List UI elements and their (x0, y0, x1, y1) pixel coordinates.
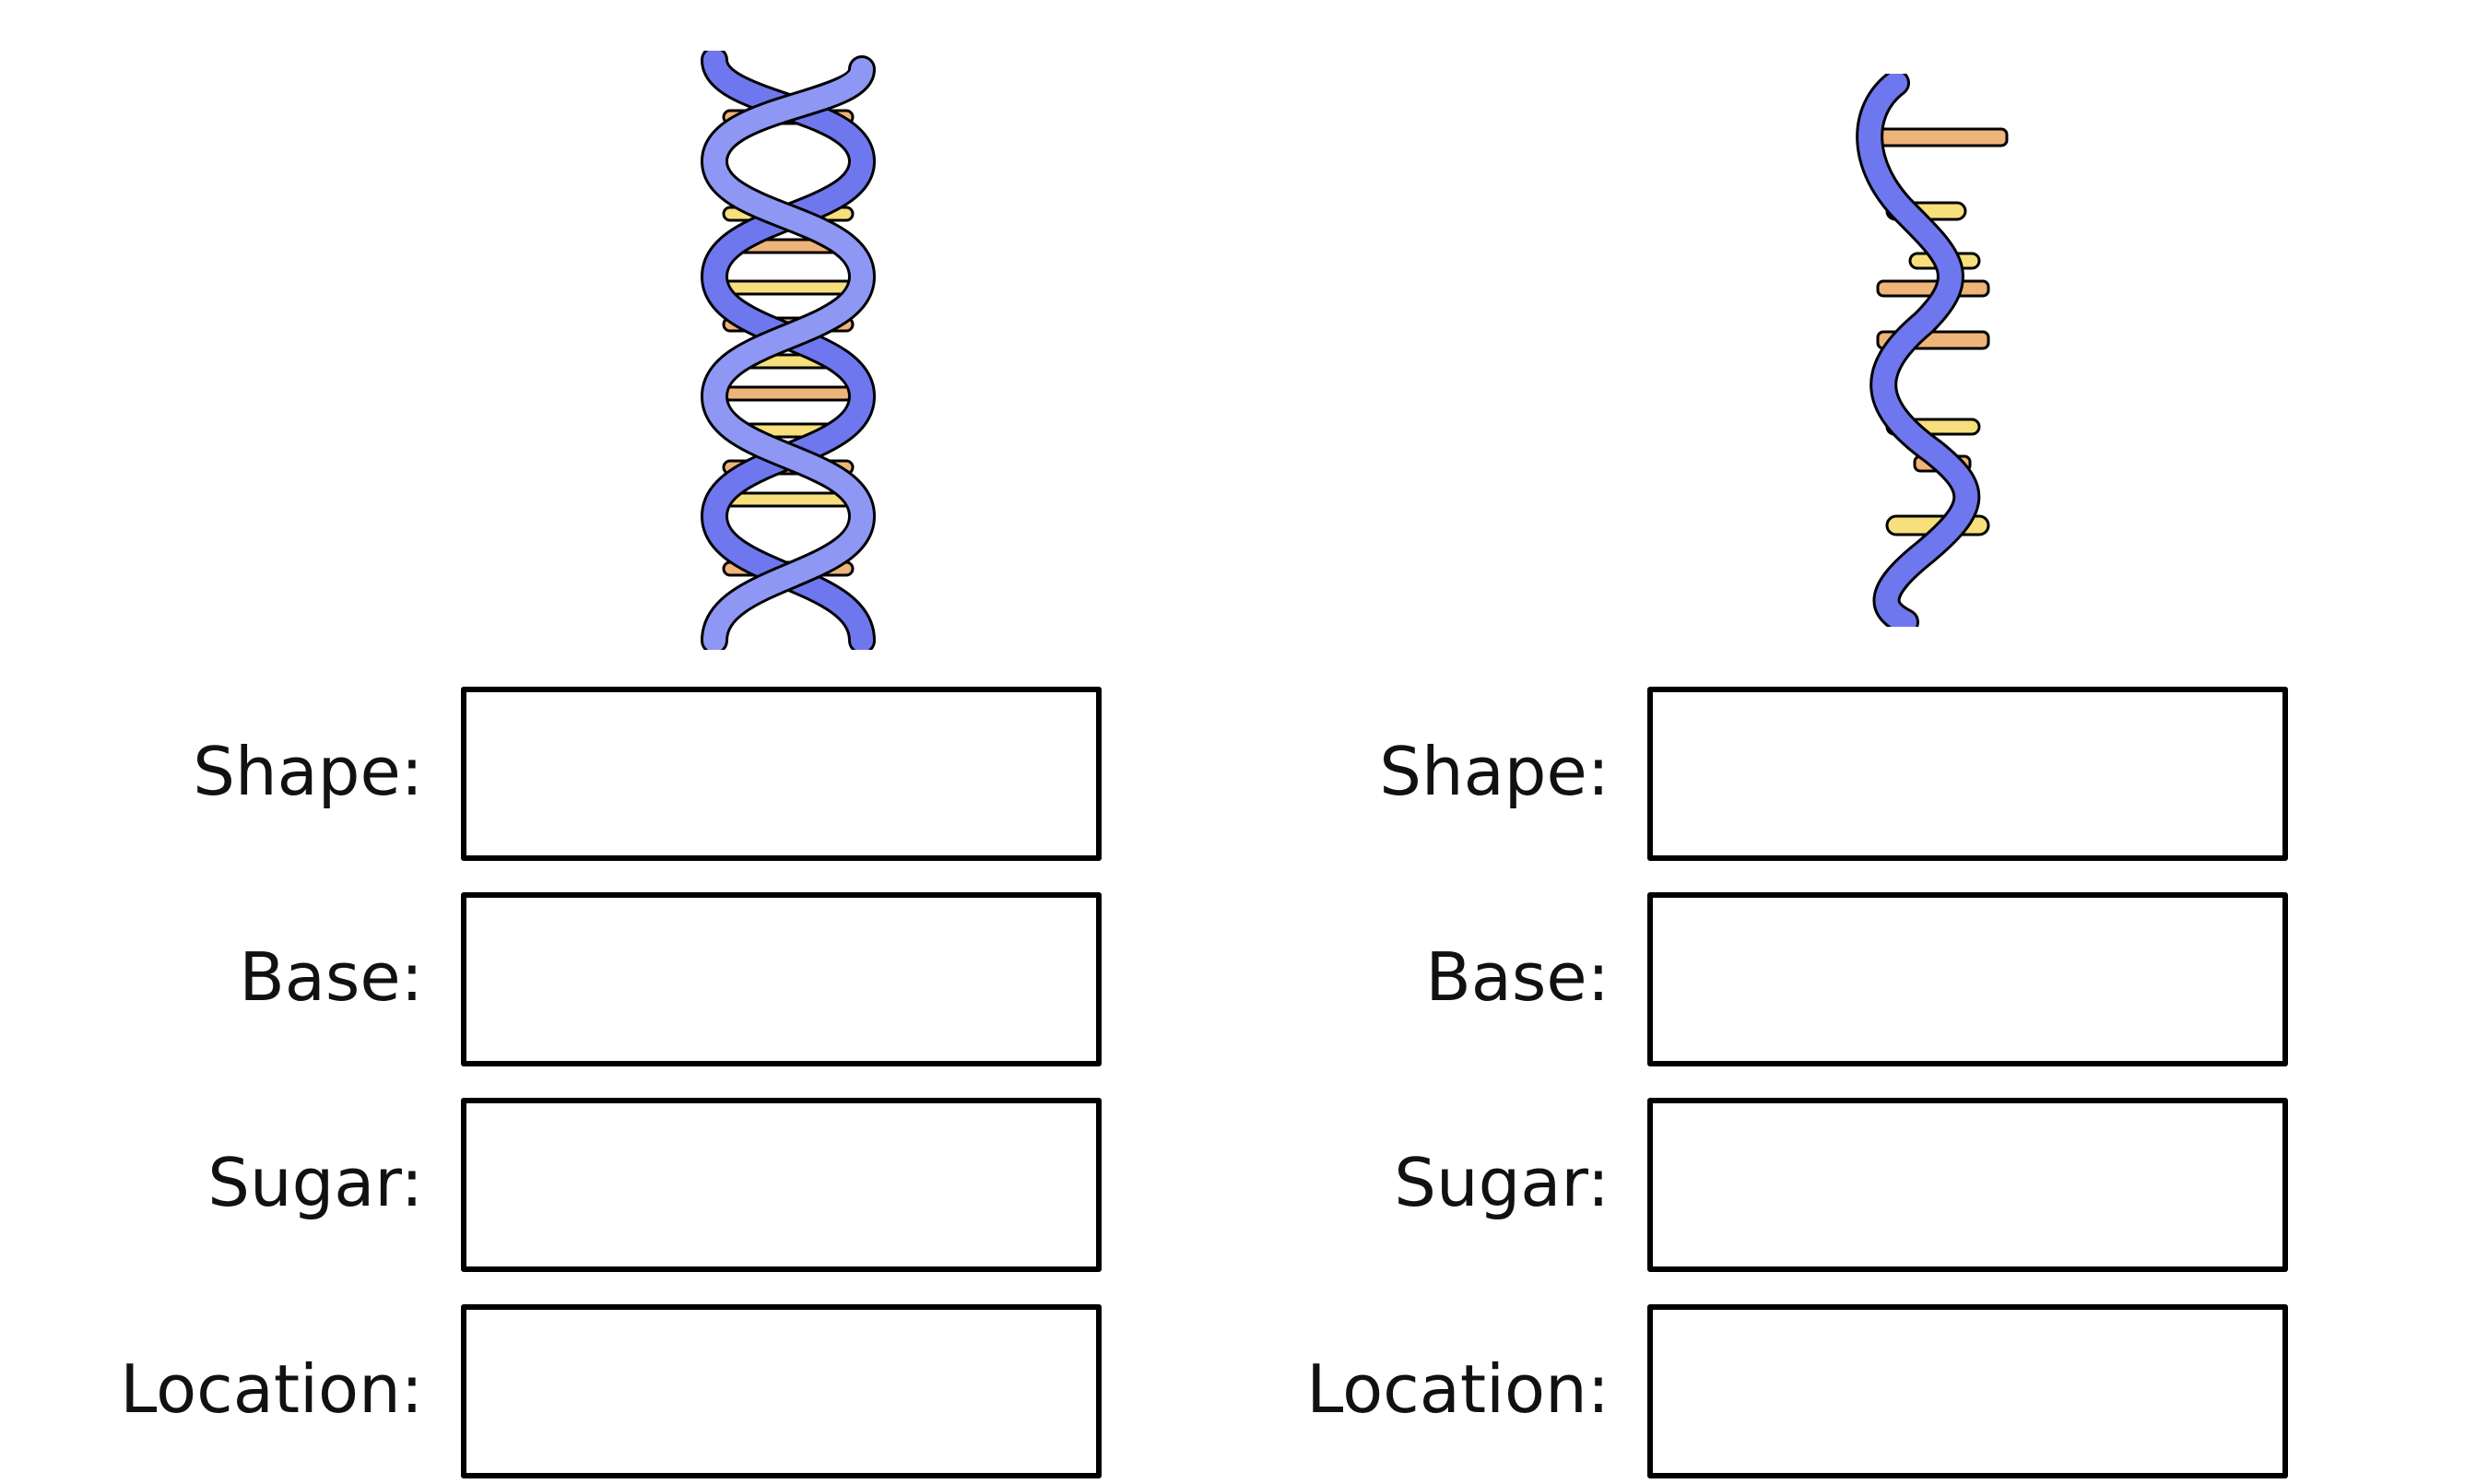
location-label: Location: (1306, 1350, 1610, 1428)
shape-field-row: Shape: (0, 687, 1232, 861)
shape-label: Shape: (1379, 733, 1610, 810)
dna-panel: Shape: Base: Sugar: Location: (0, 0, 1232, 1484)
base-answer-box[interactable] (1647, 892, 2288, 1066)
location-field-row: Location: (1186, 1304, 2419, 1478)
location-answer-box[interactable] (461, 1304, 1102, 1478)
shape-label: Shape: (193, 733, 423, 810)
shape-answer-box[interactable] (1647, 687, 2288, 861)
location-field-row: Location: (0, 1304, 1232, 1478)
shape-answer-box[interactable] (461, 687, 1102, 861)
base-answer-box[interactable] (461, 892, 1102, 1066)
base-label: Base: (1425, 938, 1610, 1016)
location-label: Location: (120, 1350, 423, 1428)
single-helix-icon (1856, 74, 2009, 627)
sugar-field-row: Sugar: (1186, 1098, 2419, 1272)
rna-panel: Shape: Base: Sugar: Location: (1186, 0, 2419, 1484)
sugar-answer-box[interactable] (461, 1098, 1102, 1272)
sugar-label: Sugar: (207, 1144, 423, 1221)
base-field-row: Base: (0, 892, 1232, 1066)
shape-field-row: Shape: (1186, 687, 2419, 861)
sugar-answer-box[interactable] (1647, 1098, 2288, 1272)
sugar-label: Sugar: (1394, 1144, 1610, 1221)
double-helix-icon (700, 51, 877, 650)
location-answer-box[interactable] (1647, 1304, 2288, 1478)
base-label: Base: (239, 938, 423, 1016)
sugar-field-row: Sugar: (0, 1098, 1232, 1272)
base-field-row: Base: (1186, 892, 2419, 1066)
